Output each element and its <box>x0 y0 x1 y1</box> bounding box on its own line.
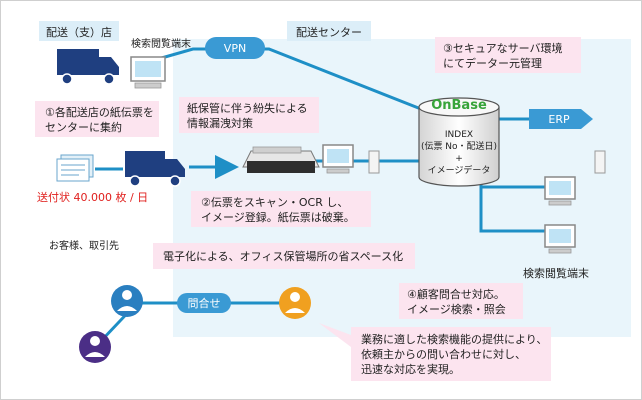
documents-icon <box>56 154 94 182</box>
onbase-logo: OnBase <box>431 98 487 113</box>
branch-label-box <box>39 21 119 41</box>
note-secure-line2: にてデーター元管理 <box>443 56 542 70</box>
monitor-icon-branch <box>130 56 166 89</box>
note-search-line3: 迅速な対応を実現。 <box>361 362 460 376</box>
server-tower-icon-left <box>368 150 380 174</box>
note-collect-line2: センターに集約 <box>45 120 122 134</box>
volume-label: 送付状 40.000 枚 / 日 <box>37 190 148 204</box>
vpn-pill <box>205 37 265 59</box>
center-label-box <box>287 21 371 41</box>
person-icon-customer-blue <box>111 285 143 317</box>
person-icon-operator-orange <box>279 287 311 319</box>
erp-pill <box>529 109 593 129</box>
onbase-database <box>418 97 500 187</box>
note-space-box <box>153 243 415 269</box>
note-inquiry-box <box>399 283 523 319</box>
note-scan-line2: イメージ登録。紙伝票は破棄。 <box>201 210 355 224</box>
db-line1: INDEX <box>445 130 473 140</box>
truck-icon-top <box>57 49 119 85</box>
note-secure-box <box>435 37 581 73</box>
customers-label: お客様、取引先 <box>49 239 119 252</box>
note-loss-line2: 情報漏洩対策 <box>187 116 253 130</box>
db-line2: (伝票 No・配送日) <box>421 140 497 152</box>
db-line4: イメージデータ <box>428 164 491 176</box>
erp-label: ERP <box>548 113 570 126</box>
monitor-icon-scan <box>322 144 354 174</box>
truck-icon-middle <box>125 151 185 187</box>
note-inquiry-line1: ④顧客問合せ対応。 <box>407 287 505 301</box>
branch-label: 配送（支）店 <box>46 25 112 39</box>
note-search-line2: 依頼主からの問い合わせに対し、 <box>361 347 526 361</box>
note-loss-line1: 紙保管に伴う紛失による <box>187 101 308 115</box>
terminal-right-label: 検索閲覧端末 <box>523 266 589 280</box>
monitor-icon-terminal-2 <box>544 224 576 254</box>
monitor-icon-terminal-1 <box>544 176 576 206</box>
note-scan-line1: ②伝票をスキャン・OCR し、 <box>201 196 348 209</box>
note-search-connector <box>319 323 351 347</box>
note-space-text: 電子化による、オフィス保管場所の省スペース化 <box>163 249 403 263</box>
db-line3: + <box>455 154 463 164</box>
inquiry-label: 問合せ <box>188 296 221 310</box>
note-secure-line1: ③セキュアなサーバ環境 <box>443 41 563 55</box>
inquiry-pill <box>177 293 231 313</box>
note-loss-box <box>179 97 319 133</box>
server-tower-icon-right <box>594 150 606 174</box>
note-scan-box <box>191 191 371 227</box>
vpn-label: VPN <box>224 42 246 55</box>
note-collect-line1: ①各配送店の紙伝票を <box>45 105 154 119</box>
note-search-box <box>351 327 551 381</box>
terminal-top-label: 検索閲覧端末 <box>131 37 191 50</box>
center-label: 配送センター <box>296 25 362 39</box>
note-collect-box <box>35 101 159 137</box>
note-search-line1: 業務に適した検索機能の提供により、 <box>361 332 547 346</box>
note-inquiry-line2: イメージ検索・照会 <box>407 302 506 316</box>
person-icon-customer-purple <box>79 331 111 363</box>
scanner-icon <box>242 146 320 173</box>
